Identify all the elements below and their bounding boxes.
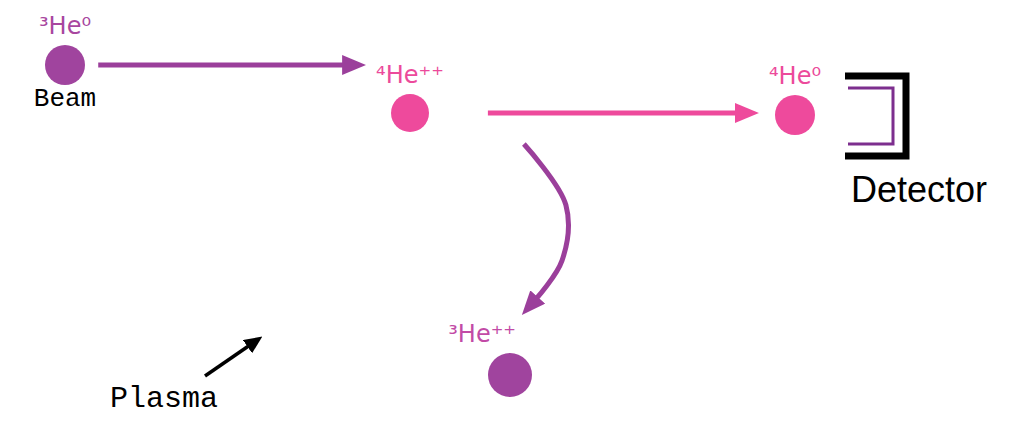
neutral-particle: ⁴He⁰ — [769, 63, 821, 135]
ion-particle: ⁴He⁺⁺ — [376, 62, 444, 132]
particle-circle — [775, 95, 815, 135]
particle-dot — [775, 95, 815, 135]
particle-dot — [488, 353, 532, 397]
plasma-region — [242, 100, 578, 436]
detector-symbol: Detector — [845, 72, 987, 210]
label-holder: Plasma — [110, 383, 218, 416]
detector-inner — [848, 88, 893, 144]
plasma-caption: Plasma — [110, 383, 218, 416]
emission-arrow — [488, 111, 738, 116]
detector-caption: Detector — [851, 170, 987, 210]
particle-circle — [488, 353, 532, 397]
leader-line — [205, 345, 250, 376]
isotope-label: ⁴He⁰ — [769, 63, 821, 89]
plasma-ring — [240, 98, 580, 438]
plasma-torus: Plasma⁴He⁺⁺³He⁺⁺ — [240, 98, 580, 438]
particle-circle — [391, 94, 429, 132]
beam-caption: Beam — [34, 85, 96, 114]
particle-dot — [391, 94, 429, 132]
beam-particle: ³He⁰ Beam — [34, 13, 96, 114]
isotope-label: ⁴He⁺⁺ — [376, 62, 444, 88]
beam-arrow — [98, 63, 345, 68]
particle-circle — [45, 45, 85, 85]
detector-bracket — [845, 72, 911, 160]
isotope-label: ³He⁰ — [39, 13, 91, 39]
detector-housing — [845, 76, 906, 156]
isotope-label: ³He⁺⁺ — [448, 321, 516, 347]
particle-dot — [45, 45, 85, 85]
ion-particle: ³He⁺⁺ — [448, 321, 532, 397]
orbit-arrow — [524, 144, 568, 299]
